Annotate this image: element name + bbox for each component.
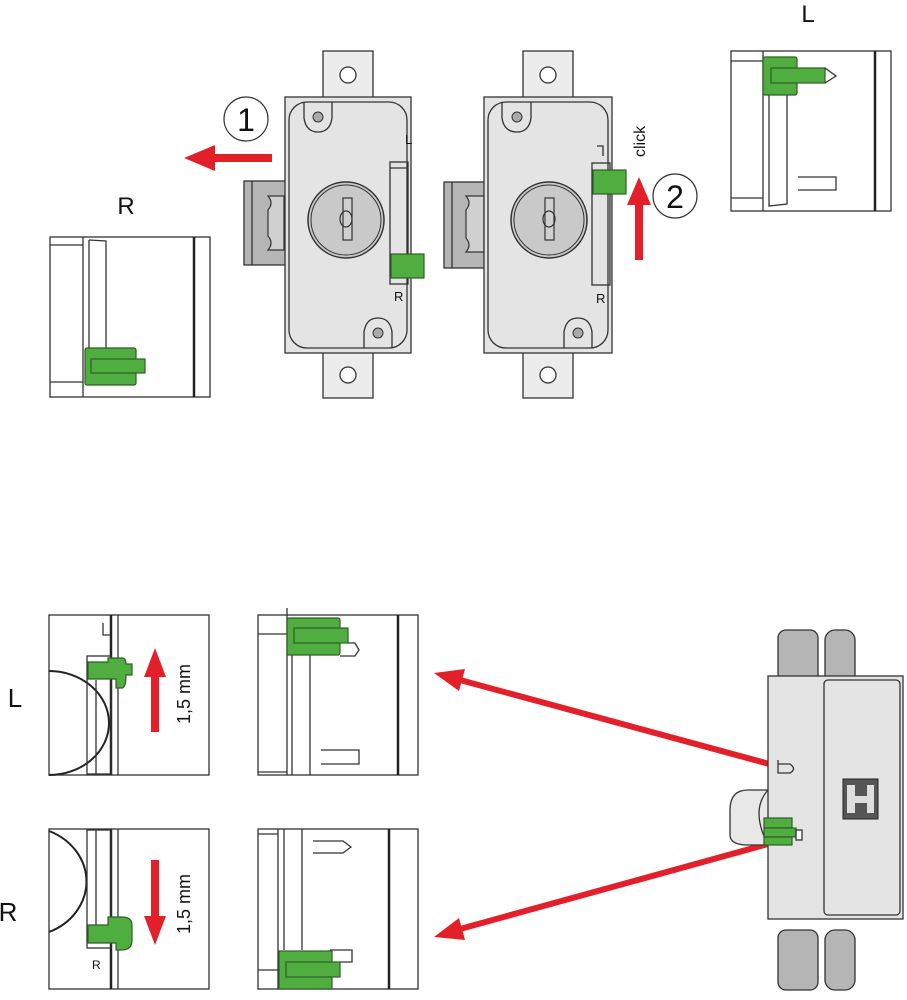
click-label: click: [632, 125, 649, 157]
slider-pin-r-top: [90, 358, 146, 374]
step-2-circle: [652, 173, 698, 219]
slider-front-top: [763, 817, 793, 829]
detail-r-mark: R: [92, 958, 101, 972]
row-label-r: R: [0, 897, 17, 927]
detail-row-r: R R 1,5 mm: [0, 828, 419, 990]
slider-detail-r: [87, 916, 133, 951]
lock-2-mark-r: R: [596, 291, 605, 306]
step-2: 2: [627, 173, 698, 260]
slider-front-bottom: [763, 836, 793, 846]
lock-front-view: [729, 629, 904, 991]
detail-row-l: L L 1,5 mm: [8, 608, 419, 776]
travel-down-label: 1,5 mm: [174, 874, 194, 934]
side-view-l: L: [730, 1, 892, 212]
arrow-pointer-r-icon: [434, 918, 465, 940]
lock-1-mark-r: R: [394, 289, 403, 304]
slider-detail-l: [87, 657, 133, 689]
slider-pin-l-top: [770, 67, 826, 84]
step-2-number: 2: [666, 179, 684, 215]
lock-2: R click: [443, 50, 649, 399]
step-1-number: 1: [237, 102, 255, 138]
arrow-pointer-l-icon: [434, 669, 465, 691]
slider-lock-1: [390, 253, 425, 279]
lock-1-mark-l: L: [405, 132, 412, 147]
slider-lock-2: [592, 169, 627, 195]
slider-front-mid: [763, 827, 797, 838]
arrow-left-icon: [184, 145, 272, 171]
side-view-r: R: [49, 193, 211, 398]
slider-pin-detail-r-side: [285, 961, 341, 978]
arrow-down-travel-icon: [144, 860, 166, 945]
slider-pin-detail-l-side: [293, 627, 349, 644]
arrow-up-travel-icon: [144, 648, 166, 732]
step-1: 1: [184, 96, 272, 171]
travel-up-label: 1,5 mm: [174, 664, 194, 724]
label-l-top: L: [801, 1, 814, 28]
lock-1: L R: [243, 50, 425, 399]
pointer-arrows: [434, 669, 780, 940]
label-r-top: R: [117, 193, 134, 220]
row-label-l: L: [8, 683, 22, 713]
arrow-up-icon: [627, 177, 651, 260]
step-1-circle: [223, 96, 269, 142]
